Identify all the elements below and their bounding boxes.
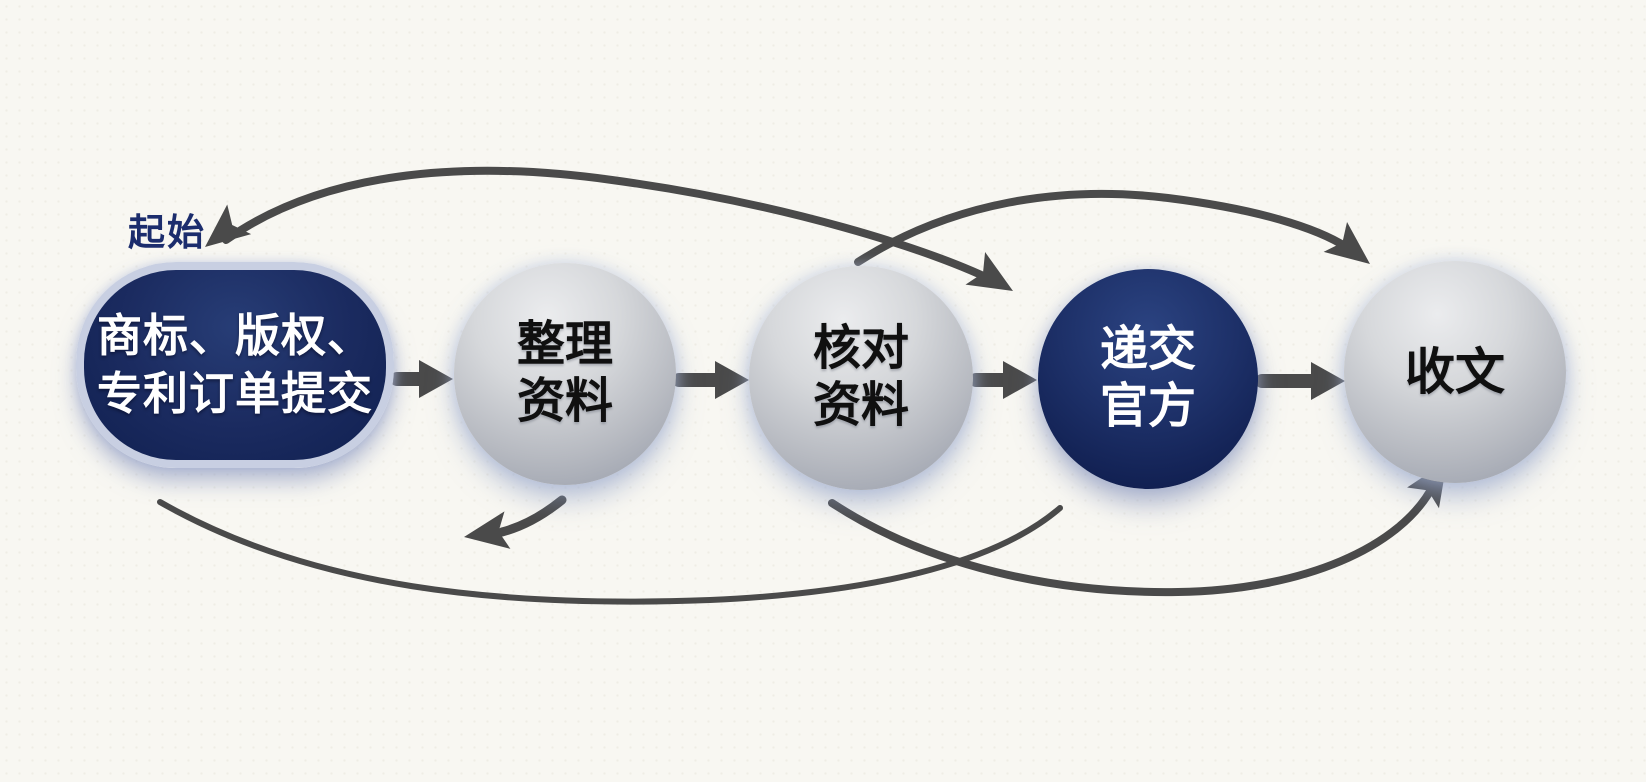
node-organize-label: 整理 资料 bbox=[516, 318, 613, 428]
arrow-organize-feedback bbox=[464, 495, 567, 549]
arrow-submit-to-receive bbox=[1255, 362, 1345, 400]
arc-verify-to-receive-top bbox=[854, 189, 1370, 266]
node-receive-label: 收文 bbox=[1405, 343, 1505, 400]
arrow-start-to-organize bbox=[390, 360, 453, 398]
arc-submit-to-start-top bbox=[205, 166, 1013, 291]
node-submit-official: 递交 官方 bbox=[1038, 269, 1258, 489]
node-receive-documents: 收文 bbox=[1344, 261, 1566, 483]
node-start-label: 商标、版权、 专利订单提交 bbox=[96, 310, 373, 420]
node-verify-materials: 核对 资料 bbox=[749, 266, 973, 490]
start-tag-label: 起始 bbox=[128, 212, 206, 253]
node-start-order-submission: 商标、版权、 专利订单提交 bbox=[76, 262, 394, 468]
arrow-verify-to-submit bbox=[969, 361, 1037, 399]
node-submit-label: 递交 官方 bbox=[1099, 323, 1196, 433]
node-verify-label: 核对 资料 bbox=[812, 322, 909, 432]
arrow-organize-to-verify bbox=[672, 361, 749, 399]
arc-start-to-submit-bottom bbox=[157, 499, 1063, 605]
node-organize-materials: 整理 资料 bbox=[454, 263, 676, 485]
